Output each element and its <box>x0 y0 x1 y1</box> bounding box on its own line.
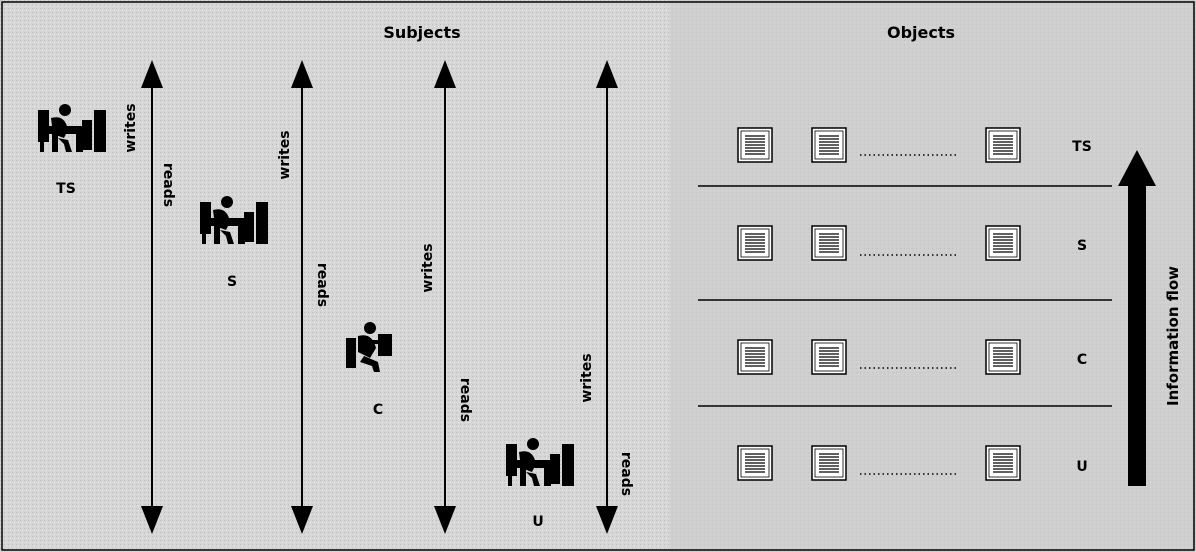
document-icon <box>985 445 1021 481</box>
subject-u-up-arrowhead <box>596 60 618 88</box>
subject-c-up-arrowhead <box>434 60 456 88</box>
subject-ts-label: TS <box>56 181 76 197</box>
subject-s-up-arrowhead <box>291 60 313 88</box>
subject-u: U writes reads <box>506 60 634 534</box>
subjects-header: Subjects <box>383 23 460 42</box>
information-flow-label: Information flow <box>1164 266 1182 406</box>
subject-ts-up-arrowhead <box>141 60 163 88</box>
level-c-label: C <box>1077 352 1087 368</box>
information-flow-arrow-shaft <box>1128 182 1146 486</box>
document-icon <box>811 339 847 375</box>
document-icon <box>811 445 847 481</box>
objects-header: Objects <box>887 23 955 42</box>
object-row-u: U <box>737 445 1088 481</box>
information-flow: Information flow <box>1118 150 1182 486</box>
subject-u-label: U <box>532 514 543 530</box>
document-icon <box>737 445 773 481</box>
object-levels: TS S C U <box>698 127 1112 481</box>
document-icon <box>737 339 773 375</box>
subject-u-writes-label: writes <box>579 353 595 402</box>
document-icon <box>737 127 773 163</box>
subject-c: C writes reads <box>346 60 473 534</box>
subject-s-writes-label: writes <box>277 130 293 179</box>
document-icon <box>811 127 847 163</box>
document-icon <box>985 127 1021 163</box>
object-row-s: S <box>737 225 1087 261</box>
level-s-label: S <box>1077 238 1087 254</box>
document-icon <box>985 225 1021 261</box>
object-row-c: C <box>737 339 1087 375</box>
level-u-label: U <box>1076 459 1087 475</box>
subject-s-down-arrowhead <box>291 506 313 534</box>
subject-s: S writes reads <box>200 60 330 534</box>
subject-s-label: S <box>227 274 237 290</box>
subject-u-down-arrowhead <box>596 506 618 534</box>
subject-s-reads-label: reads <box>314 263 330 307</box>
subject-c-writes-label: writes <box>420 243 436 292</box>
subject-ts-reads-label: reads <box>160 163 176 207</box>
level-ts-label: TS <box>1072 139 1092 155</box>
subject-c-reads-label: reads <box>457 378 473 422</box>
subject-c-label: C <box>373 402 383 418</box>
object-row-ts: TS <box>737 127 1092 163</box>
subject-ts-down-arrowhead <box>141 506 163 534</box>
information-flow-arrowhead <box>1118 150 1156 186</box>
subject-c-down-arrowhead <box>434 506 456 534</box>
subject-u-reads-label: reads <box>618 452 634 496</box>
subject-ts: TS writes reads <box>38 60 176 534</box>
document-icon <box>985 339 1021 375</box>
subject-ts-writes-label: writes <box>123 103 139 152</box>
document-icon <box>811 225 847 261</box>
document-icon <box>737 225 773 261</box>
